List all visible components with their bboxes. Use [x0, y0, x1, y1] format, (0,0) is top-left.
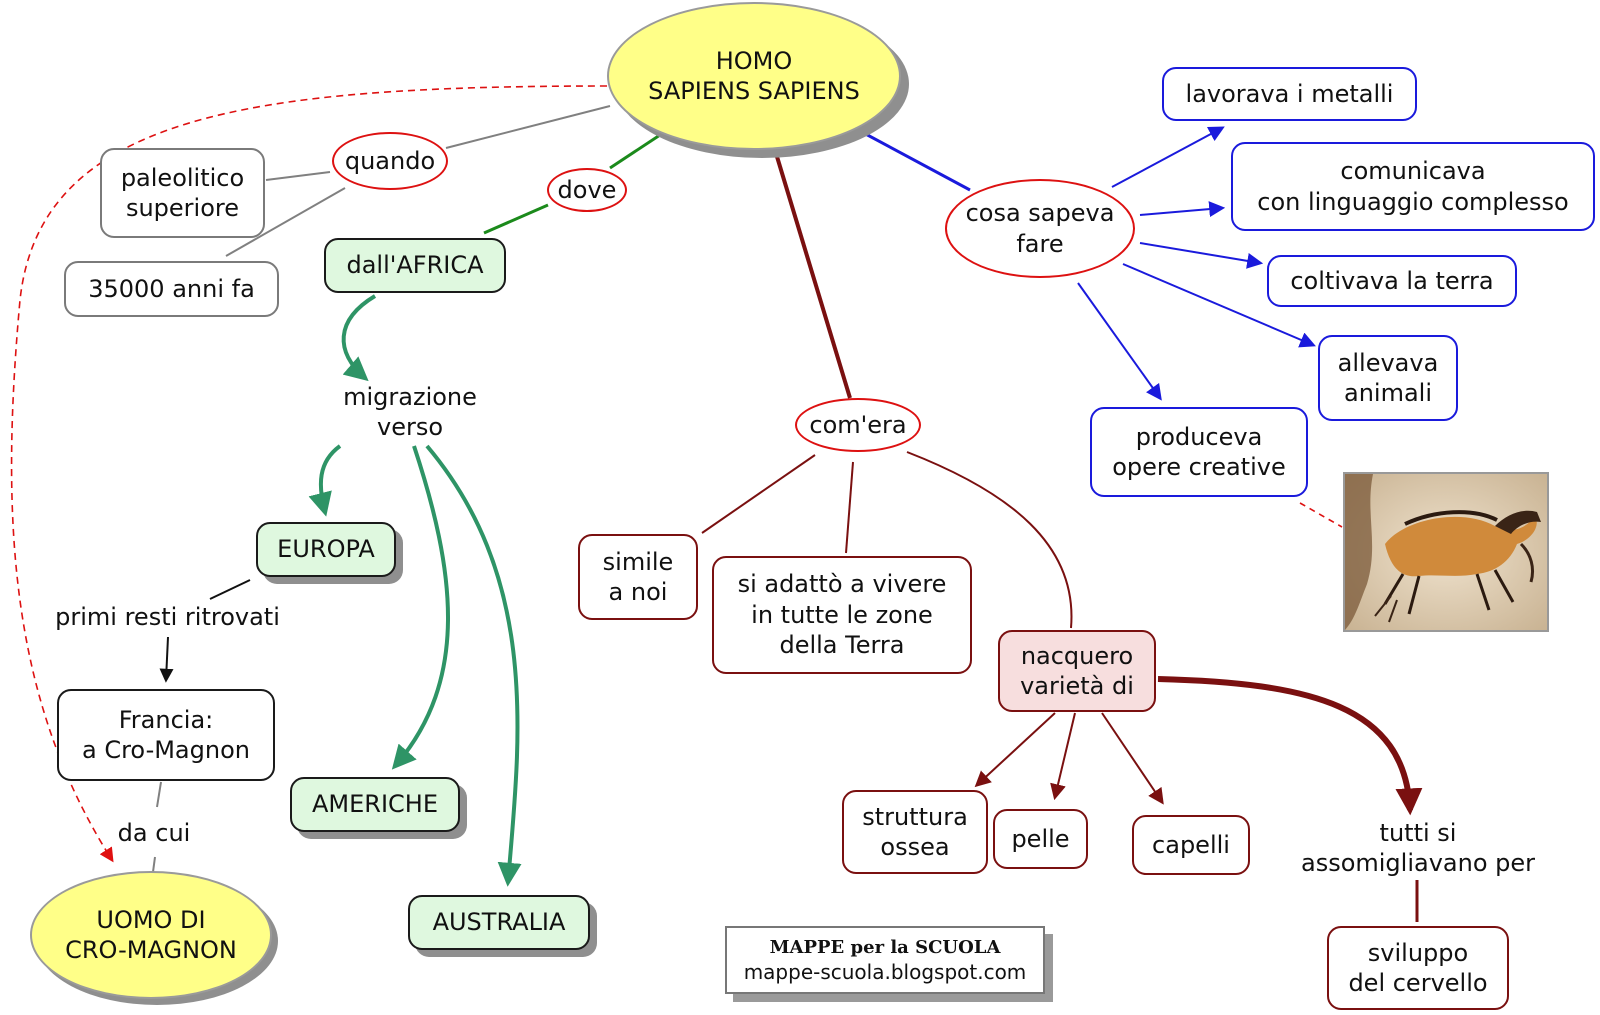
node-simile-a-noi: simile a noi [578, 534, 698, 620]
arrow-primi-francia [159, 636, 174, 683]
arrow-africa-migrazione [341, 294, 377, 382]
node-primi-resti-ritrovati: primi resti ritrovati [55, 602, 280, 631]
node-tutti-si-assomigliavano: tutti si assomigliavano per [1300, 818, 1536, 877]
arrow-nacquero-struttura [974, 712, 1056, 788]
arrow-nacquero-tutti [1157, 676, 1423, 816]
link-homo-dove [609, 133, 661, 170]
node-sviluppo-del-cervello: sviluppo del cervello [1327, 926, 1509, 1010]
link-quando-paleolitico [265, 171, 331, 181]
arrow-migrazione-americhe [391, 445, 450, 770]
link-homo-comera [773, 149, 852, 399]
link-homo-cosa [859, 129, 971, 192]
arrow-cosa-coltivava [1139, 242, 1264, 269]
link-comera-simile [701, 454, 816, 534]
arrow-nacquero-pelle [1050, 712, 1076, 801]
link-label-cosa-sapeva-fare: cosa sapeva fare [945, 179, 1135, 278]
node-coltivava-la-terra: coltivava la terra [1267, 255, 1517, 307]
credit-url: mappe-scuola.blogspot.com [743, 959, 1027, 984]
link-homo-cromagnon [10, 85, 608, 863]
node-europa: EUROPA [256, 522, 396, 577]
arrow-migrazione-europa [308, 444, 342, 517]
link-comera-nacquero [906, 451, 1073, 629]
link-label-dove: dove [547, 168, 627, 212]
arrow-migrazione-australia [425, 444, 522, 887]
node-lavorava-i-metalli: lavorava i metalli [1162, 67, 1417, 121]
link-dove-africa [483, 203, 549, 235]
link-quando-anni [225, 187, 346, 257]
node-australia: AUSTRALIA [408, 895, 590, 950]
link-label-quando: quando [332, 132, 448, 190]
node-uomo-di-cro-magnon: UOMO DI CRO-MAGNON [30, 871, 272, 999]
arrow-cosa-comunicava [1139, 201, 1226, 218]
link-produceva-painting [1299, 502, 1343, 528]
node-35000-anni-fa: 35000 anni fa [64, 261, 279, 317]
arrow-cosa-allevava [1122, 263, 1316, 348]
node-da-cui: da cui [117, 818, 191, 847]
link-dacui-cromagnon [152, 856, 156, 873]
arrow-nacquero-capelli [1101, 712, 1164, 805]
node-francia-cro-magnon: Francia: a Cro-Magnon [57, 689, 275, 781]
arrow-cosa-metalli [1111, 126, 1225, 188]
main-concept-homo-sapiens: HOMO SAPIENS SAPIENS [607, 2, 901, 150]
credit-box: MAPPE per la SCUOLA mappe-scuola.blogspo… [725, 926, 1045, 994]
node-dall-africa: dall'AFRICA [324, 238, 506, 293]
link-homo-quando [445, 105, 611, 149]
node-paleolitico-superiore: paleolitico superiore [100, 148, 265, 238]
cave-painting-image [1343, 472, 1549, 632]
node-americhe: AMERICHE [290, 777, 460, 832]
node-capelli: capelli [1132, 815, 1250, 875]
link-europa-primi [209, 579, 251, 600]
node-allevava-animali: allevava animali [1318, 335, 1458, 421]
node-si-adatto-a-vivere: si adattò a vivere in tutte le zone dell… [712, 556, 972, 674]
link-label-comera: com'era [795, 398, 921, 452]
node-migrazione-verso: migrazione verso [343, 382, 477, 441]
node-pelle: pelle [993, 809, 1088, 869]
link-comera-siadatto [845, 461, 854, 554]
link-francia-dacui [156, 781, 162, 808]
node-struttura-ossea: struttura ossea [842, 790, 988, 874]
node-produceva-opere-creative: produceva opere creative [1090, 407, 1308, 497]
node-nacquero-varieta-di: nacquero varietà di [998, 630, 1156, 712]
node-comunicava: comunicava con linguaggio complesso [1231, 142, 1595, 231]
credit-title: MAPPE per la SCUOLA [769, 936, 1001, 958]
arrow-cosa-produceva [1077, 282, 1162, 401]
